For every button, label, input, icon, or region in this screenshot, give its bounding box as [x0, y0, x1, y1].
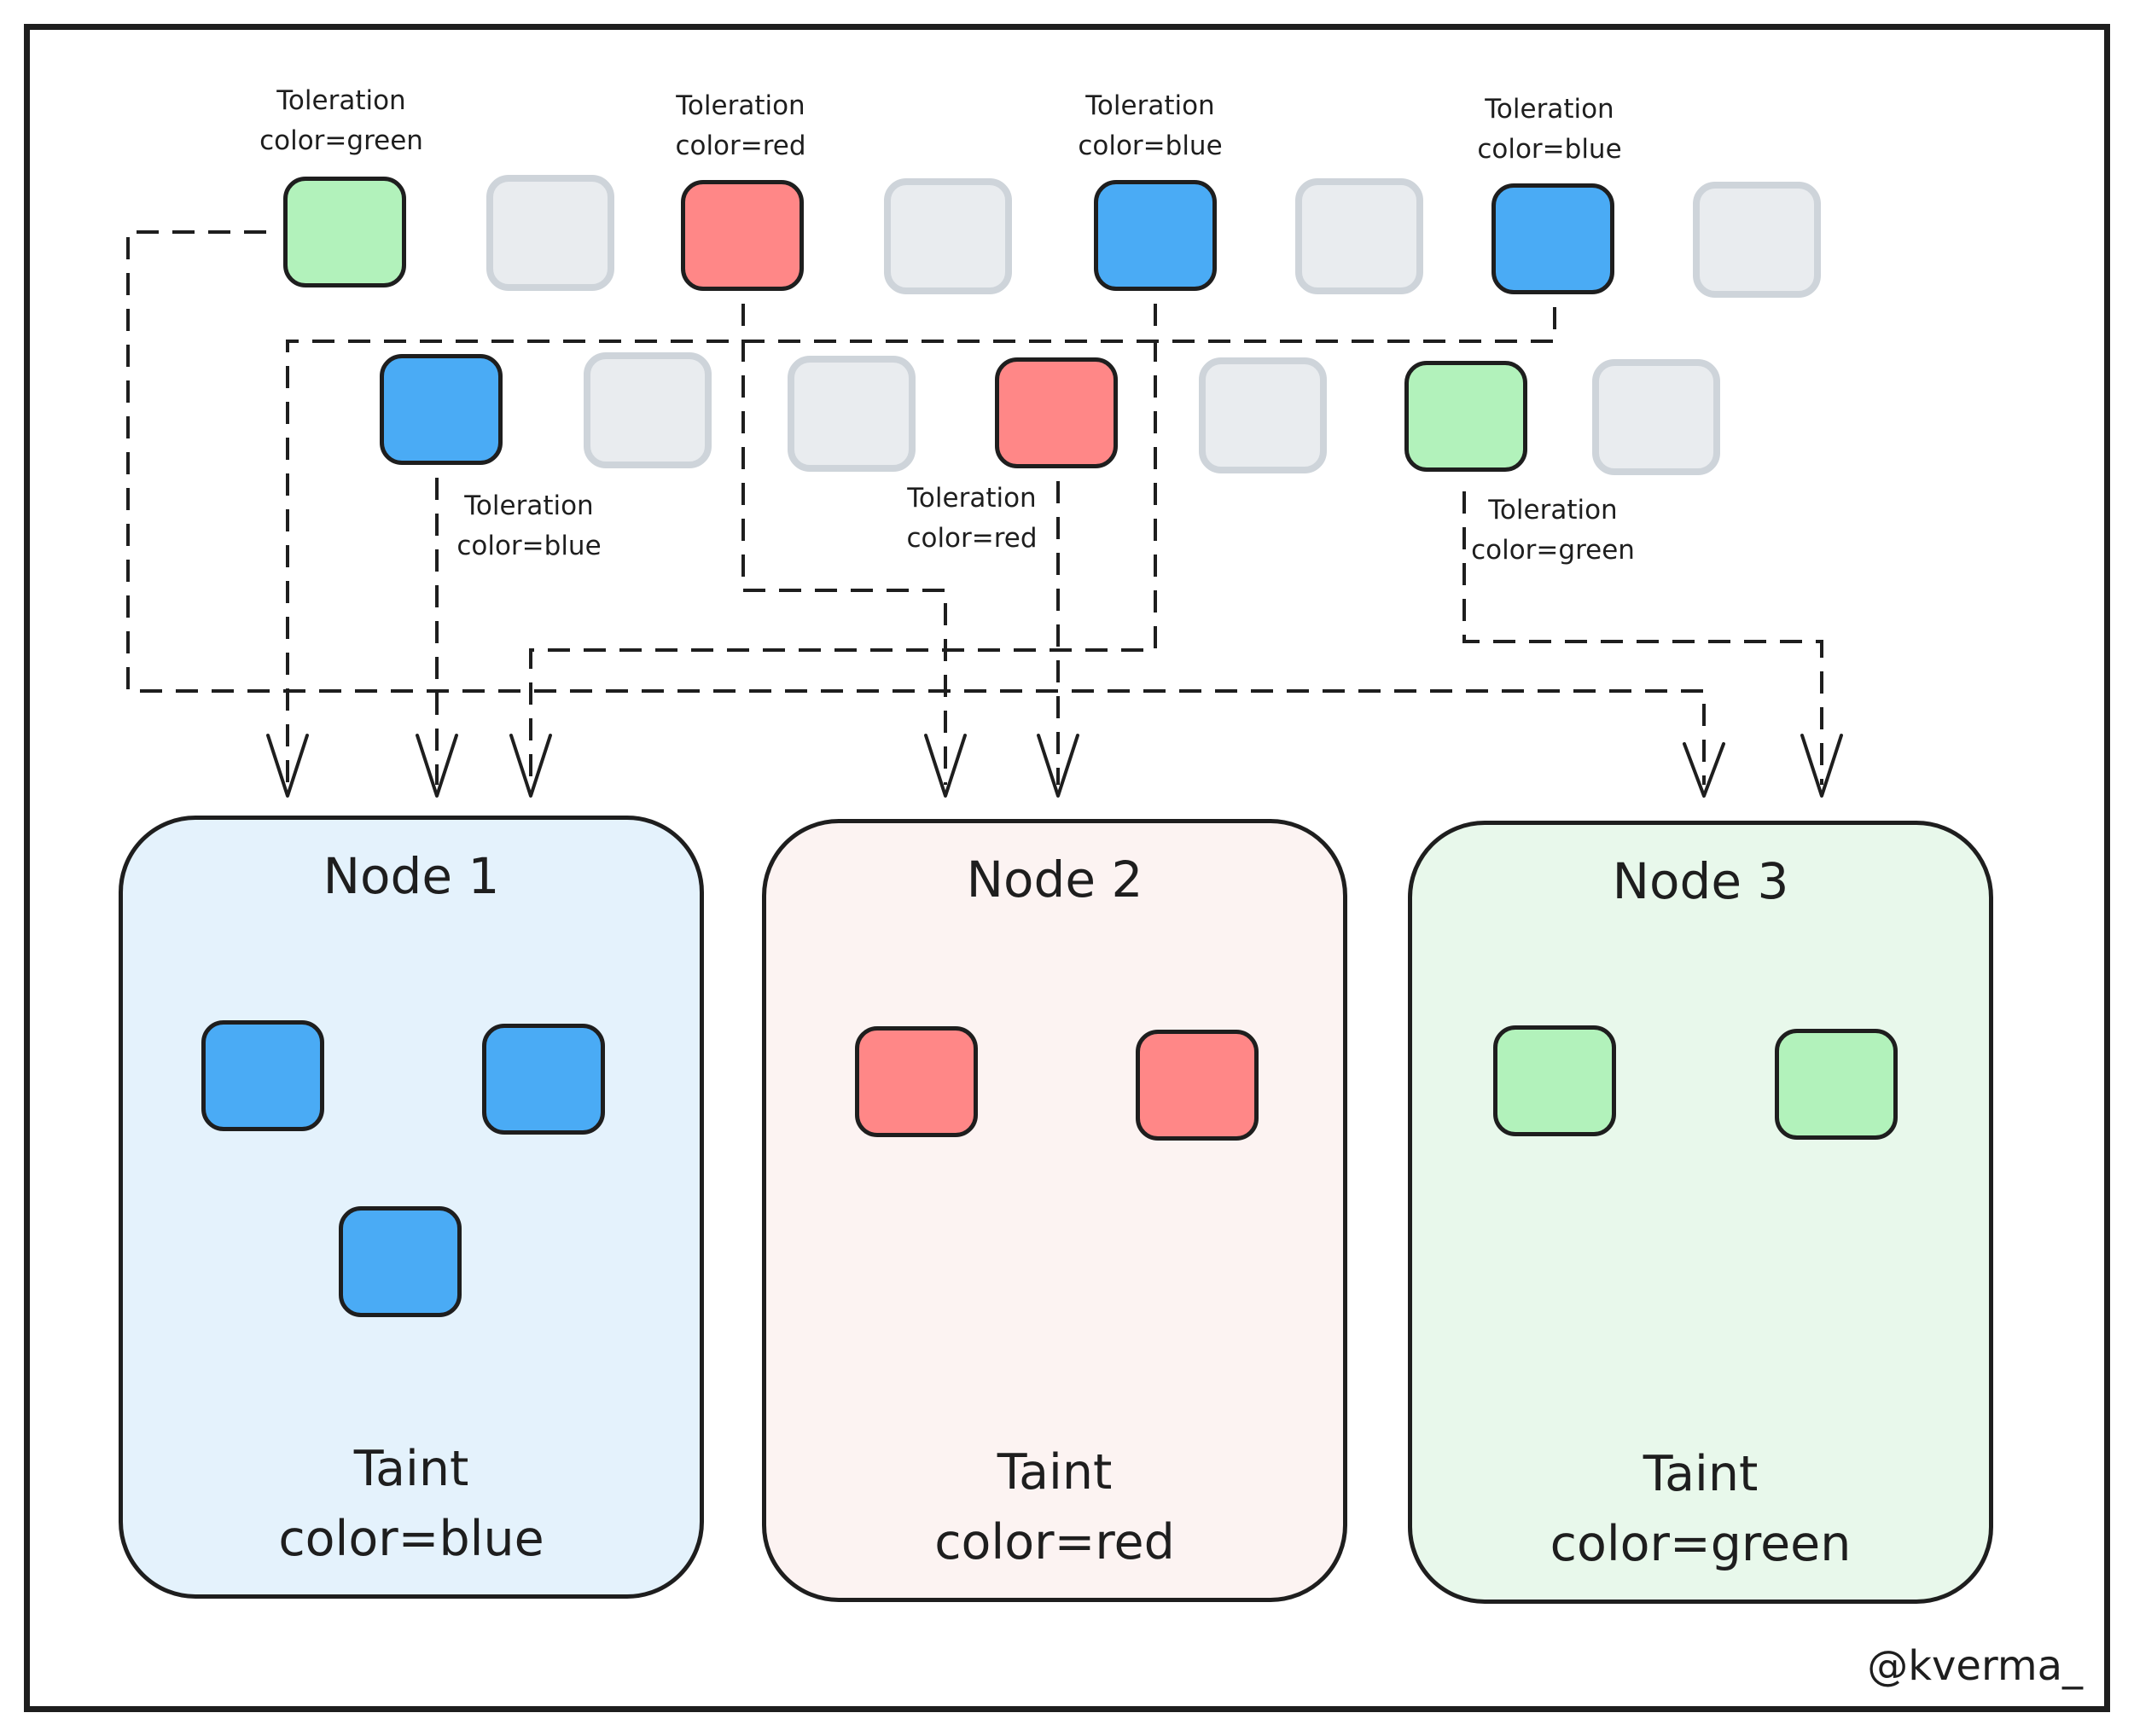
arrowhead	[416, 734, 458, 798]
scheduled-pod-red	[1136, 1030, 1259, 1141]
pod-blue-toleration	[1094, 180, 1217, 291]
node-title: Node 2	[966, 851, 1143, 909]
taint-value: color=green	[1550, 1516, 1852, 1572]
arrowhead	[266, 734, 309, 798]
wire-red-pod-to-node2	[741, 304, 947, 785]
toleration-label-title: Toleration	[1485, 94, 1614, 125]
wire-green-pod-to-node3	[126, 230, 1706, 785]
node-taint: Taint color=red	[766, 1437, 1343, 1577]
toleration-label: Toleration color=blue	[1439, 90, 1660, 170]
node-2: Node 2 Taint color=red	[762, 819, 1347, 1602]
pod-blue-toleration	[1491, 183, 1614, 294]
toleration-label: Toleration color=red	[861, 479, 1083, 559]
pod-green-toleration	[1404, 361, 1527, 472]
arrowhead	[1037, 734, 1079, 798]
wire-blue-pod-to-node1-b	[286, 307, 1556, 785]
node-taint: Taint color=blue	[123, 1434, 700, 1574]
scheduled-pod-red	[855, 1026, 978, 1137]
taint-label: Taint	[353, 1441, 469, 1497]
arrowhead	[924, 734, 967, 798]
taint-value: color=red	[934, 1514, 1175, 1571]
toleration-label-title: Toleration	[1488, 495, 1618, 525]
scheduled-pod-blue	[201, 1020, 324, 1131]
wire-blue-pod-to-node1-a	[529, 304, 1157, 785]
node-title: Node 3	[1612, 852, 1789, 910]
arrowhead	[1683, 742, 1725, 798]
taint-label: Taint	[997, 1444, 1113, 1501]
pod-unscheduled	[486, 175, 614, 291]
toleration-label-title: Toleration	[907, 483, 1037, 514]
pod-unscheduled	[1693, 182, 1821, 298]
pod-unscheduled	[1592, 359, 1720, 475]
arrowhead	[509, 734, 552, 798]
pod-unscheduled	[584, 352, 712, 468]
arrowhead	[1800, 734, 1843, 798]
toleration-label: Toleration color=red	[630, 86, 852, 166]
toleration-label-title: Toleration	[676, 90, 805, 121]
toleration-label-value: color=blue	[456, 531, 602, 561]
pod-unscheduled	[1295, 178, 1423, 294]
scheduled-pod-blue	[339, 1206, 462, 1317]
toleration-label: Toleration color=green	[230, 81, 452, 161]
taint-label: Taint	[1643, 1446, 1759, 1502]
scheduled-pod-blue	[482, 1024, 605, 1135]
pod-unscheduled	[884, 178, 1012, 294]
toleration-label-value: color=green	[259, 125, 423, 156]
author-credit: @kverma_	[1867, 1642, 2083, 1690]
toleration-label-title: Toleration	[1085, 90, 1215, 121]
scheduled-pod-green	[1775, 1029, 1898, 1140]
pod-unscheduled	[1199, 357, 1327, 473]
node-title: Node 1	[323, 847, 500, 905]
pod-unscheduled	[788, 356, 916, 472]
toleration-label-value: color=green	[1471, 535, 1635, 566]
toleration-label-title: Toleration	[464, 491, 594, 521]
toleration-label-value: color=red	[675, 131, 806, 161]
taint-value: color=blue	[278, 1511, 544, 1567]
pod-green-toleration	[283, 177, 406, 287]
toleration-label-value: color=blue	[1477, 134, 1622, 165]
pod-red-toleration	[681, 180, 804, 291]
node-3: Node 3 Taint color=green	[1408, 821, 1993, 1604]
node-taint: Taint color=green	[1412, 1439, 1989, 1579]
toleration-label-value: color=blue	[1078, 131, 1223, 161]
pod-red-toleration	[995, 357, 1118, 468]
toleration-label-value: color=red	[906, 523, 1038, 554]
toleration-label-title: Toleration	[276, 85, 406, 116]
pod-blue-toleration	[380, 354, 503, 465]
node-1: Node 1 Taint color=blue	[119, 816, 704, 1599]
scheduled-pod-green	[1493, 1025, 1616, 1136]
wire-green-pod2-to-node3	[1462, 491, 1823, 785]
toleration-label: Toleration color=green	[1442, 491, 1664, 571]
toleration-label: Toleration color=blue	[1039, 86, 1261, 166]
toleration-label: Toleration color=blue	[418, 486, 640, 566]
